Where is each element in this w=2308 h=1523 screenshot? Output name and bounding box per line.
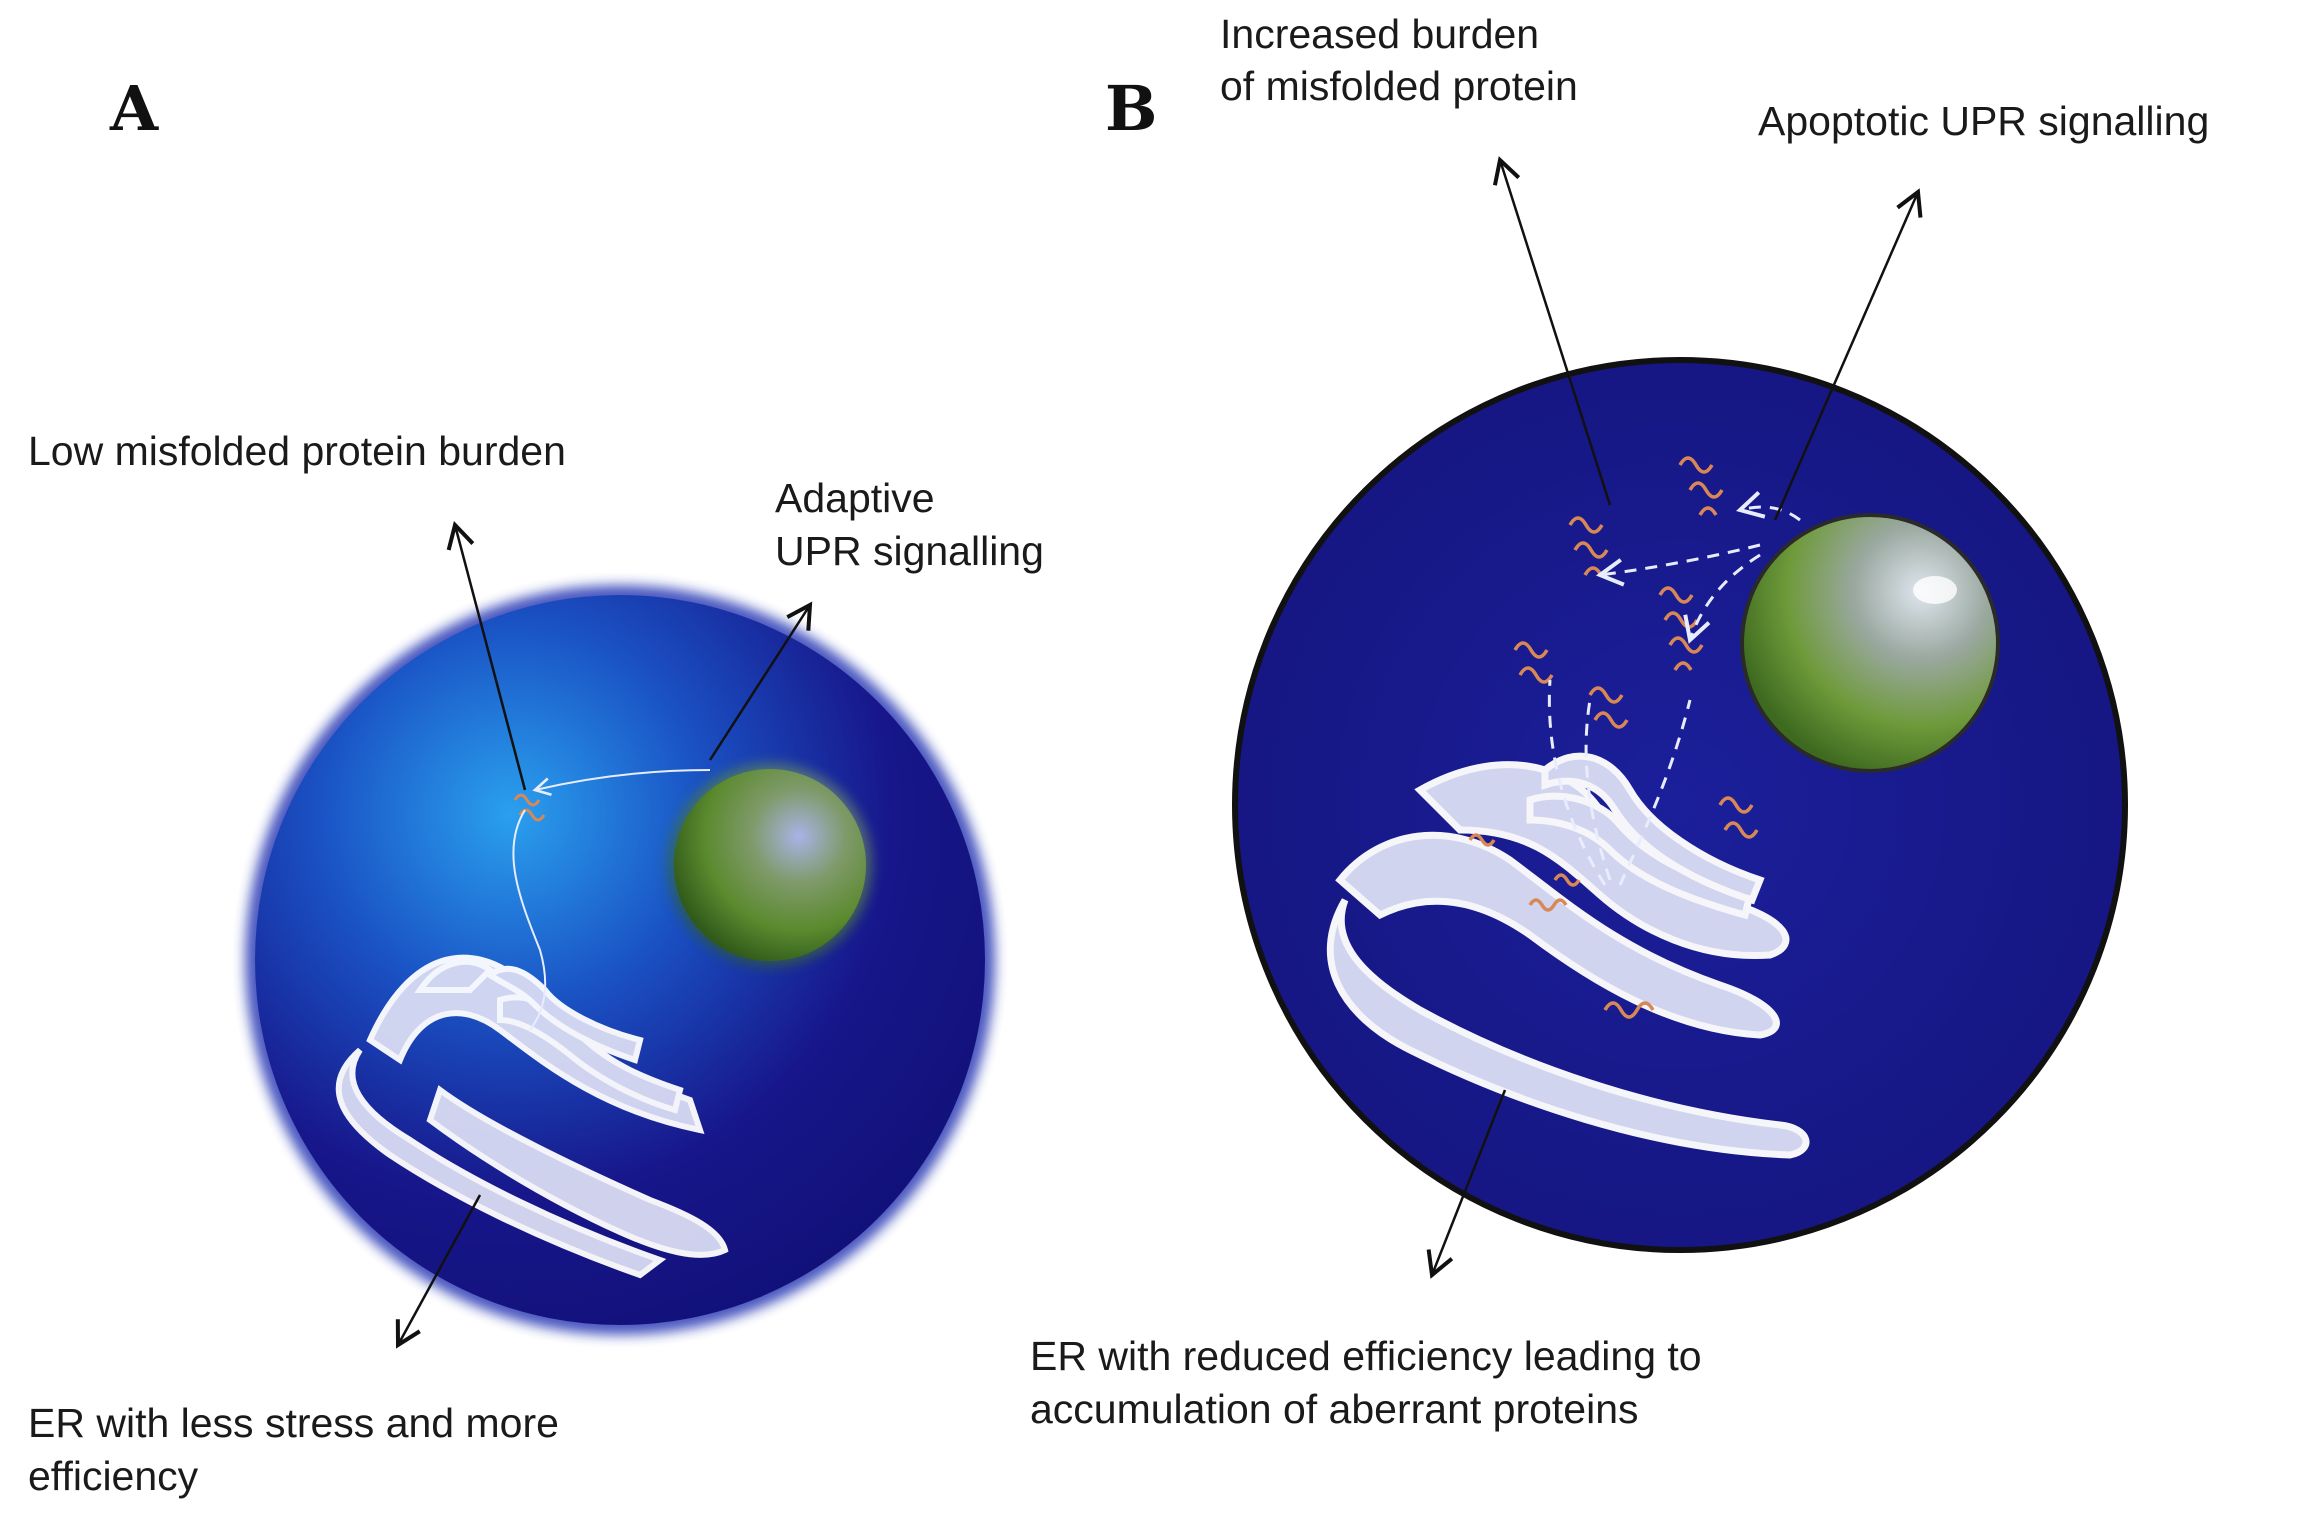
nucleus-a [668,763,872,967]
label-low-misfolded: Low misfolded protein burden [28,428,566,474]
label-er-a-line2: efficiency [28,1453,199,1499]
arrow-to-er-label-b [1426,1089,1507,1279]
arrow-to-er-label-a [395,1194,482,1349]
label-increased-line1: Increased burden [1220,11,1539,57]
panel-a: A Low misfolded p [28,72,1044,1499]
panel-b: B [1030,11,2209,1432]
er-a [335,954,729,1279]
arrow-to-misfolded-label-b [1492,156,1612,506]
label-adaptive-line2: UPR signalling [775,528,1044,574]
er-link-a [512,809,547,1031]
label-er-a-line1: ER with less stress and more [28,1400,559,1446]
label-increased-line2: of misfolded protein [1220,63,1578,109]
arrow-to-upr-label-b [1773,188,1923,521]
apoptotic-signals-b [1547,490,1801,886]
label-er-b-line2: accumulation of aberrant proteins [1030,1386,1639,1432]
panel-b-letter: B [1105,72,1157,145]
signal-path-a [532,769,711,797]
misfolded-proteins-b [1468,456,1759,1019]
arrow-to-misfolded-label-a [446,521,527,791]
label-er-b-line1: ER with reduced efficiency leading to [1030,1333,1702,1379]
arrow-to-upr-label-a [708,601,813,761]
nucleus-b [1740,513,2000,773]
panel-a-letter: A [109,72,159,145]
label-apoptotic-upr: Apoptotic UPR signalling [1758,98,2209,144]
label-adaptive-line1: Adaptive [775,475,935,521]
